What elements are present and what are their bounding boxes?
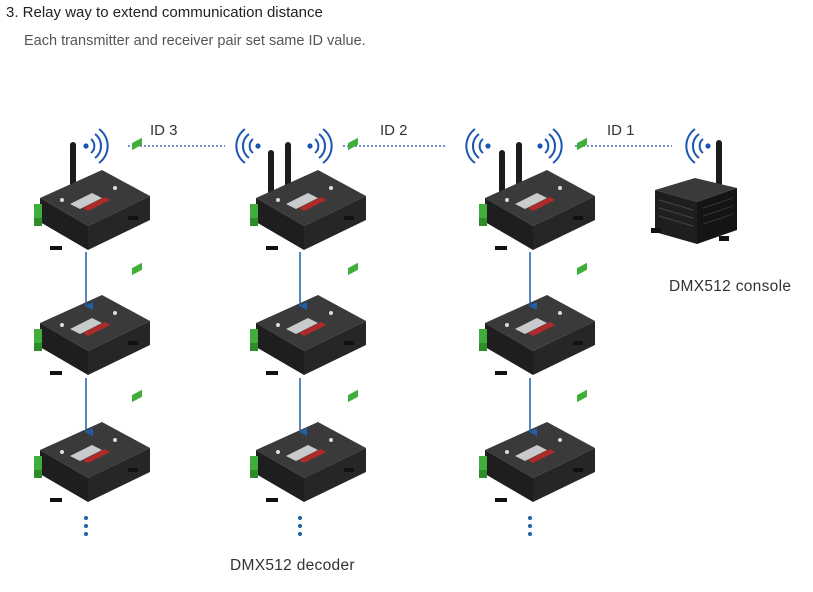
antenna [516, 142, 522, 190]
decoder-device [34, 262, 150, 375]
antenna [716, 140, 722, 190]
decoder-device [250, 137, 366, 250]
antenna [268, 150, 274, 198]
antenna [70, 142, 76, 190]
decoder-device [479, 262, 595, 375]
section-heading: 3. Relay way to extend communication dis… [6, 4, 323, 21]
antenna [285, 142, 291, 190]
continuation-dots [298, 516, 302, 536]
decoder-device [34, 137, 150, 250]
wifi-icon [685, 128, 712, 164]
console-device [651, 178, 737, 244]
link-label-id3: ID 3 [150, 122, 178, 139]
continuation-dots [84, 516, 88, 536]
wifi-icon [82, 128, 109, 164]
section-subtitle: Each transmitter and receiver pair set s… [24, 33, 366, 49]
wifi-icon [235, 128, 262, 164]
wifi-icon [536, 128, 563, 164]
decoder-device [34, 389, 150, 502]
decoder-device [250, 389, 366, 502]
decoder-device [479, 389, 595, 502]
decoder-device [479, 137, 595, 250]
decoder-caption: DMX512 decoder [230, 557, 355, 574]
console-caption: DMX512 console [669, 278, 792, 295]
continuation-dots [528, 516, 532, 536]
link-label-id1: ID 1 [607, 122, 635, 139]
link-label-id2: ID 2 [380, 122, 408, 139]
wifi-icon [306, 128, 333, 164]
wifi-icon [465, 128, 492, 164]
decoder-device [250, 262, 366, 375]
antenna [499, 150, 505, 198]
